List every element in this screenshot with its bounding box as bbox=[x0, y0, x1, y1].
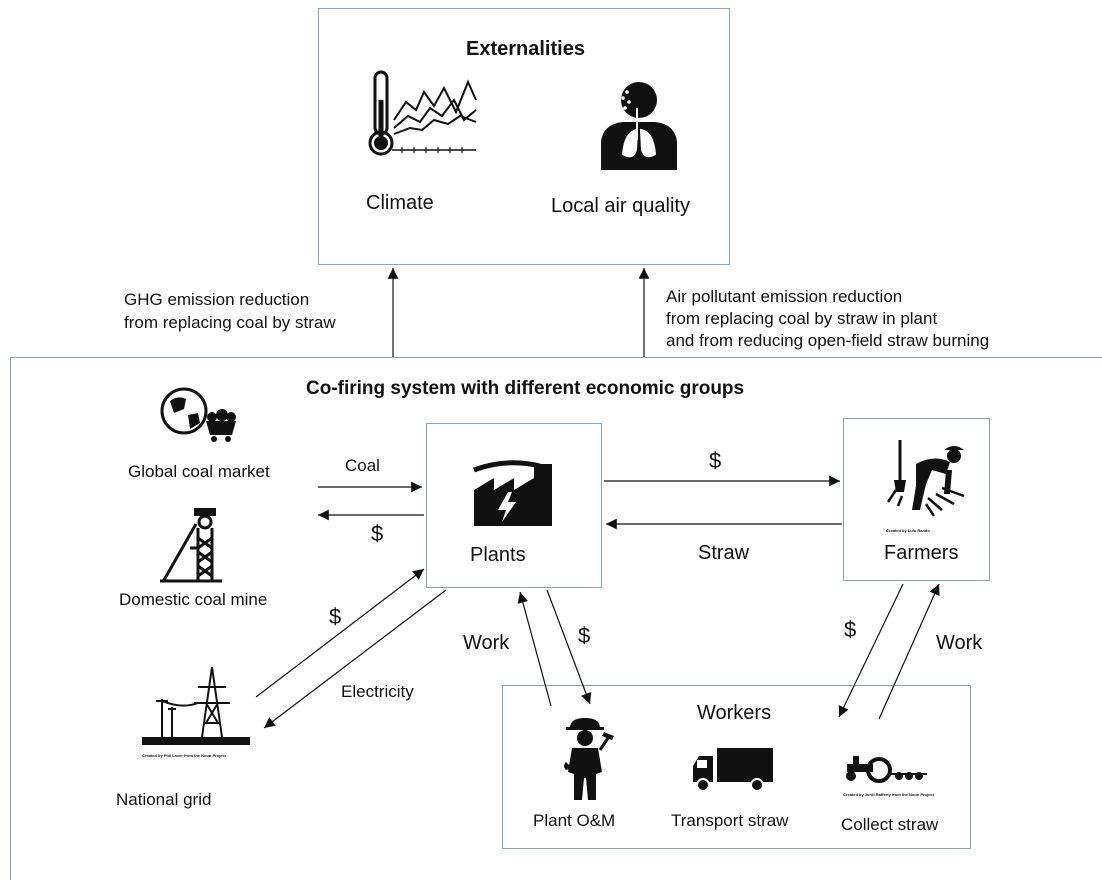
tractor-icon-credit: Created by Jordi Rafferty from the Noun … bbox=[843, 792, 934, 797]
externalities-title: Externalities bbox=[466, 38, 585, 60]
farmer-icon bbox=[886, 440, 965, 517]
flow-label-straw: Straw bbox=[698, 542, 750, 564]
work-to-farmers-arrow bbox=[878, 583, 940, 720]
farmer-icon-credit: Created by Lulu Rando bbox=[886, 528, 930, 533]
flow-label-dollar-market: $ bbox=[371, 521, 384, 546]
flow-label-dollar-grid: $ bbox=[329, 604, 342, 629]
ghg-annotation-line2: from replacing coal by straw bbox=[124, 313, 336, 332]
flow-label-work-farmers: Work bbox=[936, 632, 983, 654]
flow-label-electricity: Electricity bbox=[341, 682, 414, 701]
air-annotation-line2: from replacing coal by straw in plant bbox=[666, 309, 938, 328]
electricity-to-grid-arrow bbox=[263, 589, 447, 729]
dollar-farmers-to-workers-arrow bbox=[838, 583, 904, 718]
collect-straw-label: Collect straw bbox=[841, 815, 939, 834]
lungs-person-icon bbox=[601, 82, 677, 170]
grid-icon-credit: Created by Phil Laver from the Noun Proj… bbox=[142, 753, 227, 758]
flow-label-work-plants: Work bbox=[463, 632, 510, 654]
truck-icon bbox=[693, 748, 773, 792]
dollar-to-plants-arrow bbox=[255, 568, 425, 698]
mine-headframe-icon bbox=[160, 508, 222, 583]
flow-label-coal: Coal bbox=[345, 456, 380, 475]
globe-coal-cart-icon bbox=[160, 387, 236, 442]
transport-straw-label: Transport straw bbox=[671, 811, 789, 830]
national-grid-label: National grid bbox=[116, 790, 212, 809]
flow-label-dollar-farmers-workers: $ bbox=[844, 617, 857, 642]
air-annotation-line3: and from reducing open-field straw burni… bbox=[666, 331, 990, 350]
air-annotation-line1: Air pollutant emission reduction bbox=[666, 287, 903, 306]
climate-label: Climate bbox=[366, 192, 434, 214]
plants-label: Plants bbox=[470, 544, 526, 566]
dollar-to-workers-arrow bbox=[546, 589, 592, 705]
worker-icon bbox=[564, 718, 614, 800]
power-plant-icon bbox=[473, 460, 552, 526]
flow-label-dollar-farmers: $ bbox=[709, 448, 722, 473]
air-quality-label: Local air quality bbox=[551, 195, 690, 217]
work-to-plants-arrow bbox=[517, 591, 552, 707]
thermometer-chart-icon bbox=[368, 70, 477, 156]
flow-label-dollar-workers: $ bbox=[578, 623, 591, 648]
tractor-icon bbox=[846, 756, 927, 783]
farmers-label: Farmers bbox=[884, 542, 959, 564]
ghg-annotation-line1: GHG emission reduction bbox=[124, 290, 310, 309]
global-coal-market-label: Global coal market bbox=[128, 462, 270, 481]
workers-title: Workers bbox=[697, 702, 772, 724]
transmission-tower-icon bbox=[142, 666, 250, 745]
domestic-coal-mine-label: Domestic coal mine bbox=[119, 590, 268, 609]
plant-om-label: Plant O&M bbox=[533, 811, 616, 830]
system-title: Co-firing system with different economic… bbox=[306, 378, 745, 399]
